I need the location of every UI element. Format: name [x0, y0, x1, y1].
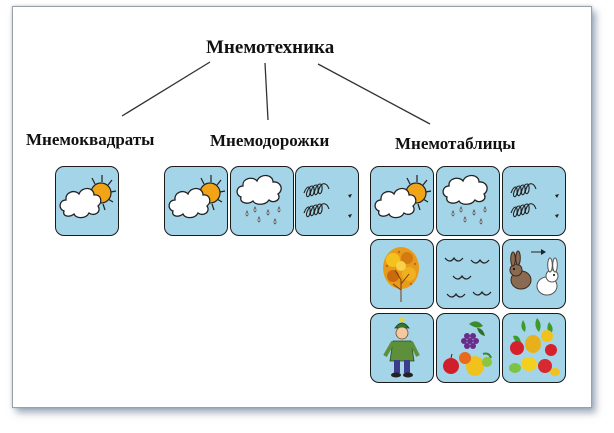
connector-line: [121, 61, 211, 117]
tile-rain-cloud: [230, 166, 294, 236]
vegetables-icon: [503, 314, 565, 382]
wind-icon: [503, 167, 565, 235]
fruit-icon: [437, 314, 499, 382]
diagram-title: Мнемотехника: [206, 37, 335, 58]
tile-birds: [436, 239, 500, 309]
tile-autumn-tree: [370, 239, 434, 309]
sun-cloud-icon: [165, 167, 227, 235]
tile-sun-cloud: [370, 166, 434, 236]
rain-cloud-icon: [231, 167, 293, 235]
child-icon: [371, 314, 433, 382]
branch-label-mnemotracks: Мнемодорожки: [210, 131, 330, 150]
tile-hares: [502, 239, 566, 309]
branch-label-mnemosquares: Мнемоквадраты: [26, 130, 155, 149]
tile-wind: [295, 166, 359, 236]
autumn-tree-icon: [371, 240, 433, 308]
tile-wind: [502, 166, 566, 236]
sun-cloud-icon: [56, 167, 118, 235]
birds-icon: [437, 240, 499, 308]
tile-sun-cloud: [164, 166, 228, 236]
connector-line: [264, 62, 269, 121]
hares-icon: [503, 240, 565, 308]
tile-child: [370, 313, 434, 383]
rain-cloud-icon: [437, 167, 499, 235]
tile-rain-cloud: [436, 166, 500, 236]
sun-cloud-icon: [371, 167, 433, 235]
tile-vegetables: [502, 313, 566, 383]
tile-fruit: [436, 313, 500, 383]
branch-label-mnemotables: Мнемотаблицы: [395, 134, 516, 153]
connector-line: [317, 63, 431, 125]
wind-icon: [296, 167, 358, 235]
tile-sun-cloud: [55, 166, 119, 236]
